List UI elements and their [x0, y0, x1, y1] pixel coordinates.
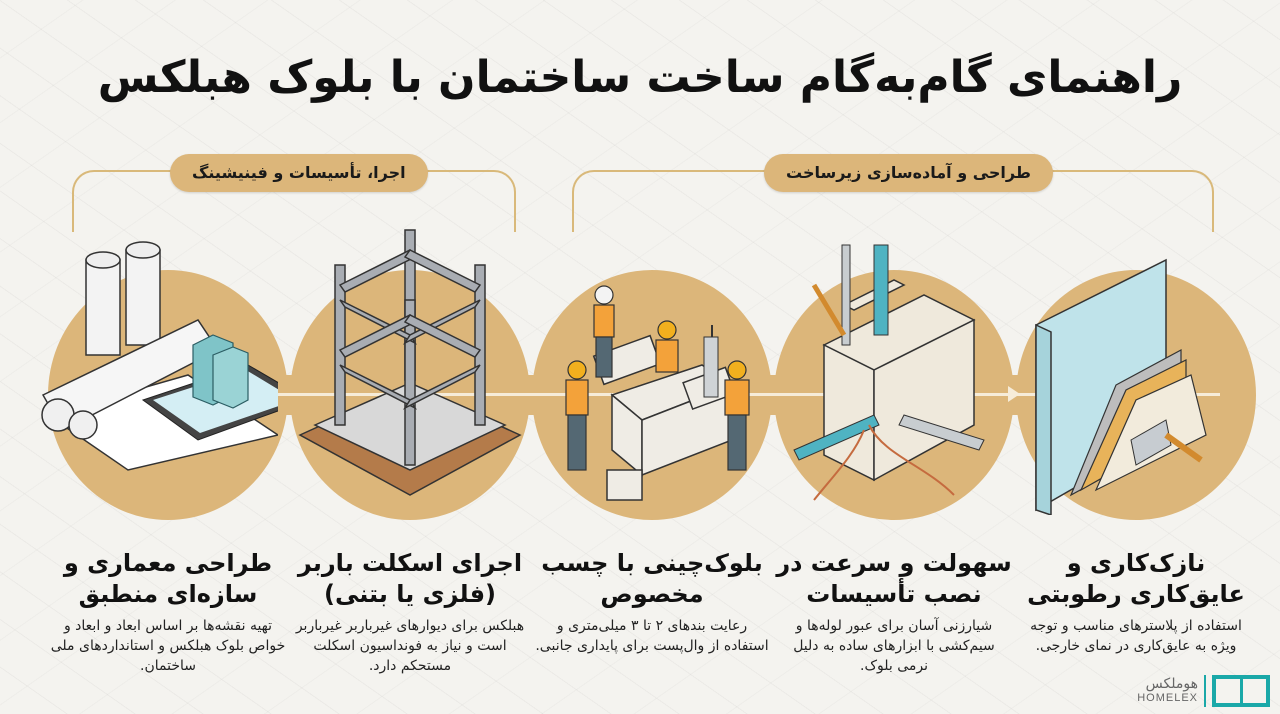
step-4: سهولت و سرعت در نصب تأسیسات شیارزنی آسان…	[776, 548, 1012, 676]
step-description: تهیه نقشه‌ها بر اساس ابعاد و ابعاد و خوا…	[50, 618, 286, 674]
step-2: اجرای اسکلت باربر (فلزی یا بتنی) هبلکس ب…	[292, 548, 528, 676]
page-title: راهنمای گام‌به‌گام ساخت ساختمان با بلوک …	[97, 52, 1183, 103]
group-label-design: طراحی و آماده‌سازی زیرساخت	[764, 154, 1053, 192]
logo-text-en: HOMELEX	[1137, 692, 1198, 704]
step-description: رعایت بندهای ۲ تا ۳ میلی‌متری و استفاده …	[535, 618, 769, 654]
homelex-logo: هوملکس HOMELEX	[1137, 674, 1270, 708]
wall-plaster-layers-icon	[1035, 258, 1207, 515]
step-3: بلوک‌چینی با چسب مخصوص رعایت بندهای ۲ تا…	[534, 548, 770, 656]
step-description: شیارزنی آسان برای عبور لوله‌ها و سیم‌کشی…	[793, 618, 995, 674]
logo-mark-icon	[1212, 675, 1270, 707]
wall-pipes-wiring-icon	[793, 244, 985, 501]
logo-divider	[1204, 675, 1206, 707]
workers-laying-blocks-icon	[565, 285, 750, 501]
blueprints-tablet-building-icon	[41, 241, 278, 471]
step-5: نازک‌کاری و عایق‌کاری رطوبتی استفاده از …	[1018, 548, 1254, 656]
timeline-arrow-icon	[1008, 386, 1020, 402]
step-title: اجرای اسکلت باربر (فلزی یا بتنی)	[297, 549, 523, 608]
step-title: نازک‌کاری و عایق‌کاری رطوبتی	[1027, 549, 1245, 608]
step-title: طراحی معماری و سازه‌ای منطبق	[63, 549, 273, 608]
logo-text-fa: هوملکس	[1145, 676, 1198, 692]
step-title: سهولت و سرعت در نصب تأسیسات	[776, 549, 1012, 608]
step-title: بلوک‌چینی با چسب مخصوص	[541, 549, 763, 608]
group-label-execution: اجرا، تأسیسات و فینیشینگ	[170, 154, 428, 192]
step-description: هبلکس برای دیوارهای غیرباربر غیرباربر اس…	[295, 618, 525, 674]
step-1: طراحی معماری و سازه‌ای منطبق تهیه نقشه‌ه…	[50, 548, 286, 676]
step-description: استفاده از پلاسترهای مناسب و توجه ویژه ب…	[1030, 618, 1242, 654]
steel-frame-foundation-icon	[298, 229, 522, 496]
